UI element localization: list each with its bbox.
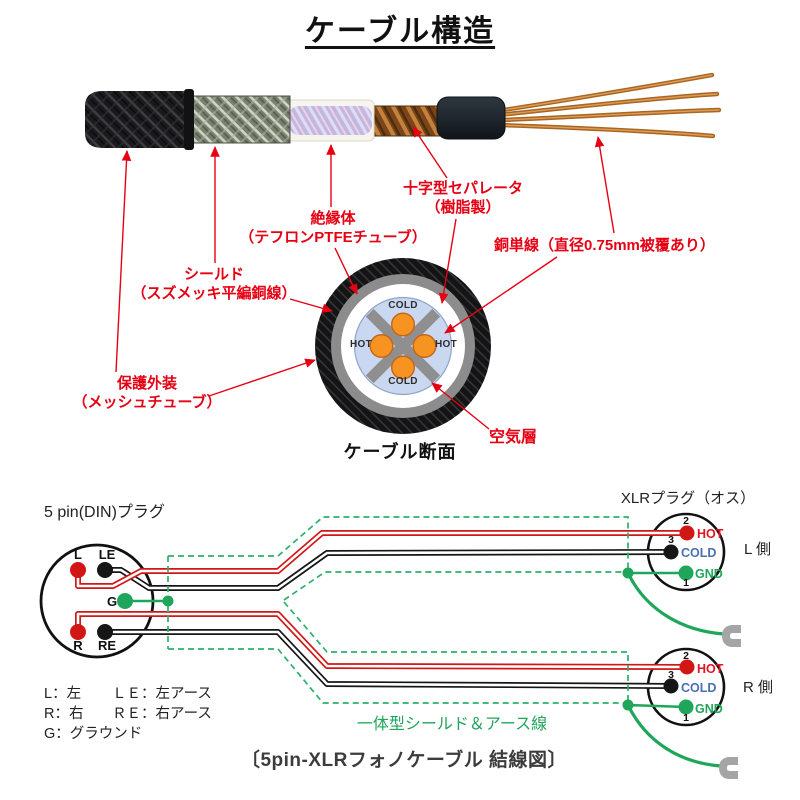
din-pin-label-re: RE — [97, 638, 117, 653]
din-pin-le — [97, 562, 113, 578]
xlr-r-pin-hot — [679, 659, 695, 675]
wire-l-hot — [75, 530, 687, 589]
label-separator: 十字型セパレータ （樹脂製） — [402, 180, 524, 217]
arrow-copper-to-section — [444, 256, 558, 334]
arrow-air-to-section — [431, 382, 490, 430]
xlr-l-hot-label: HOT — [697, 527, 724, 541]
xlr-l-pin2-number: 2 — [683, 515, 689, 527]
ground-wires — [125, 571, 725, 768]
arrow-outer-to-photo — [115, 150, 132, 373]
wire-gnd-right — [627, 703, 687, 709]
xlr-right-pin-dots — [663, 659, 695, 715]
earth-spade-lug-right — [718, 757, 738, 779]
din-plug-title: 5 pin(DIN)プラグ — [44, 504, 165, 521]
label-insulator: 絶縁体 （テフロンPTFEチューブ） — [239, 210, 427, 247]
xlr-left-pin-dots — [663, 525, 695, 581]
xlr-l-pin1-number: 1 — [683, 577, 689, 589]
din-pin-label-l: L — [74, 547, 82, 562]
section-pin-cold-top: COLD — [388, 300, 418, 311]
annotation-arrows — [115, 126, 615, 430]
label-air-layer: 空気層 — [489, 429, 538, 446]
xlr-r-pin-gnd — [678, 699, 694, 715]
cable-photo — [85, 72, 722, 150]
din-pin-g — [117, 593, 133, 609]
xlr-r-gnd-label: GND — [695, 702, 723, 716]
label-shield: シールド （スズメッキ平編銅線） — [131, 266, 297, 303]
twisted-conductors — [361, 105, 449, 137]
arrow-copper-to-photo — [594, 136, 615, 234]
earth-wire-left — [626, 572, 725, 636]
din-pin-r — [70, 624, 86, 640]
label-outer-sheath: 保護外装 （メッシュチューブ） — [72, 375, 222, 412]
earth-spade-lug-left — [721, 625, 741, 647]
xlr-r-pin2-number: 2 — [683, 650, 689, 662]
arrow-separator-to-section — [438, 218, 457, 304]
xlr-l-pin-hot — [679, 525, 695, 541]
xlr-r-hot-label: HOT — [697, 662, 724, 676]
cross-separator — [365, 308, 441, 384]
signal-wires — [75, 530, 688, 689]
label-copper-wire: 銅単線（直径0.75mm被覆あり） — [494, 237, 715, 254]
ptfe-tube — [286, 99, 375, 142]
wiring-diagram — [39, 512, 741, 779]
arrow-insulator-to-section — [334, 247, 358, 295]
xlr-l-pin-cold — [663, 544, 679, 560]
xlr-r-pin3-number: 3 — [668, 669, 674, 681]
section-pin-hot-left: HOT — [349, 339, 373, 350]
wire-r-hot — [75, 611, 688, 670]
xlr-r-pin1-number: 1 — [683, 712, 689, 724]
legend-re: ＲＥ：右アース — [112, 706, 212, 722]
l-side-label: L 側 — [744, 541, 771, 558]
wiring-diagram-caption: 〔5pin-XLRフォノケーブル 結線図〕 — [240, 750, 568, 771]
legend-r: R：右 — [44, 706, 84, 722]
arrow-separator-to-photo — [412, 126, 448, 179]
heat-shrink-band — [436, 96, 506, 140]
cross-section-diagram — [315, 258, 491, 434]
xlr-l-pin3-number: 3 — [668, 534, 674, 546]
xlr-r-pin-cold — [663, 678, 679, 694]
din-pin-re — [97, 624, 113, 640]
xlr-l-cold-label: COLD — [681, 546, 717, 560]
earth-wire-right — [626, 704, 722, 768]
cross-section-caption: ケーブル断面 — [343, 442, 457, 462]
arrow-outer-to-section — [208, 358, 316, 397]
shield-sheath-dashed — [167, 516, 629, 705]
section-pin-cold-bottom: COLD — [388, 376, 418, 387]
xlr-r-cold-label: COLD — [681, 681, 717, 695]
legend-g: G：グラウンド — [44, 726, 143, 742]
wire-re-cold — [105, 629, 672, 689]
section-pin-hot-right: HOT — [434, 339, 458, 350]
xlr-l-gnd-label: GND — [695, 567, 723, 581]
din-pin-dots — [70, 562, 133, 640]
legend-l: L：左 — [44, 686, 82, 702]
din-pin-label-le: LE — [98, 547, 116, 562]
legend-le: ＬＥ：左アース — [112, 686, 212, 702]
shield-earth-label: 一体型シールド＆アース線 — [356, 716, 548, 733]
din-pin-label-r: R — [73, 638, 83, 653]
outer-mesh-sheath — [85, 89, 194, 150]
din-pin-label-g: G — [106, 594, 118, 609]
conductor-dots — [369, 312, 437, 380]
xlr-plug-title: XLRプラグ（オス） — [620, 490, 756, 507]
arrow-shield-to-section — [289, 298, 333, 313]
din-pin-l — [70, 562, 86, 578]
ground-junction-dots — [162, 567, 634, 711]
r-side-label: R 側 — [743, 679, 774, 696]
copper-fan-wires — [467, 72, 722, 139]
shield-braid — [185, 95, 291, 144]
xlr-l-pin-gnd — [678, 565, 694, 581]
page-title: ケーブル構造 — [304, 15, 496, 48]
